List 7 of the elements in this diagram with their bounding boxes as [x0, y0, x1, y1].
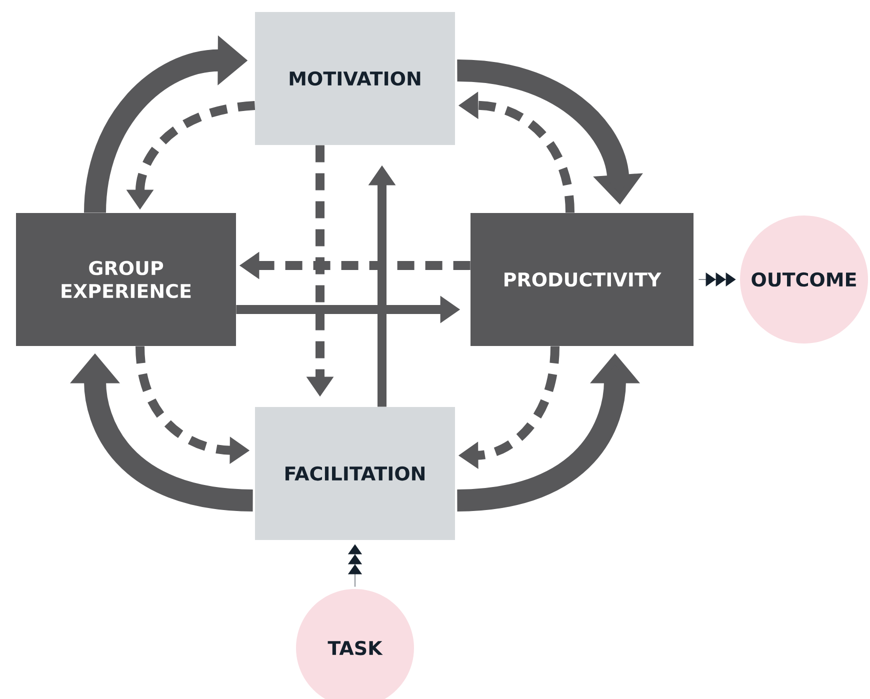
- process-box: PRODUCTIVITY: [470, 213, 694, 346]
- chevron-arrow: [348, 544, 362, 588]
- chevron-arrow: [698, 272, 736, 286]
- process-box: GROUP EXPERIENCE: [16, 213, 236, 346]
- circle-node: OUTCOME: [740, 216, 868, 344]
- process-box: MOTIVATION: [255, 12, 455, 145]
- process-box: FACILITATION: [255, 407, 455, 540]
